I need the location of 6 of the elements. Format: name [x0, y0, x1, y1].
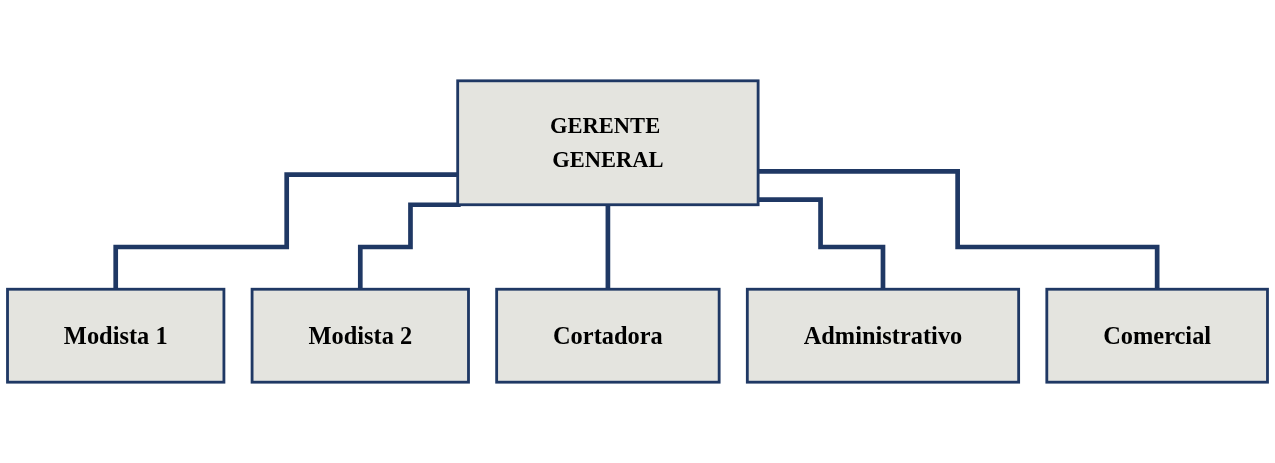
node-box: Modista 2 — [250, 287, 470, 384]
node-box: Modista 1 — [6, 287, 226, 384]
node-box: Administrativo — [745, 287, 1021, 384]
node-box: Cortadora — [495, 287, 721, 384]
node-box: GERENTE GENERAL — [456, 79, 760, 207]
node-box: Comercial — [1045, 287, 1269, 384]
